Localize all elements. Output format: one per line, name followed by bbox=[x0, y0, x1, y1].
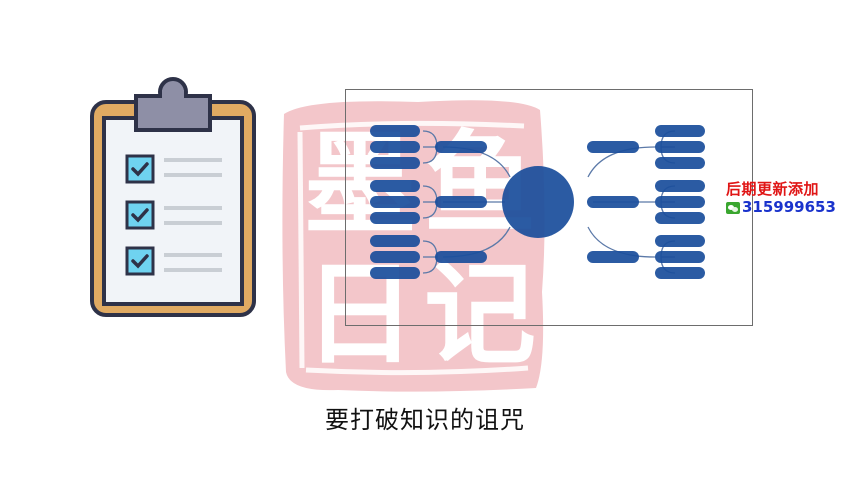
branch-node bbox=[435, 251, 487, 263]
central-topic-node bbox=[502, 166, 574, 238]
branch-node bbox=[587, 251, 639, 263]
subtitle-caption: 要打破知识的诅咒 bbox=[325, 406, 525, 434]
wechat-icon bbox=[726, 201, 740, 214]
checklist-item-3 bbox=[125, 246, 222, 276]
branch-node bbox=[587, 196, 639, 208]
checklist-item-2 bbox=[125, 200, 222, 230]
clipboard-icon bbox=[90, 77, 256, 317]
watermark-char: 记 bbox=[424, 249, 536, 380]
mindmap-frame bbox=[345, 89, 753, 326]
mindmap-diagram bbox=[370, 125, 705, 279]
branch-node bbox=[435, 196, 487, 208]
branch-node bbox=[587, 141, 639, 153]
branch-node bbox=[435, 141, 487, 153]
promo-overlay: 后期更新添加 315999653 bbox=[726, 180, 836, 216]
promo-title: 后期更新添加 bbox=[726, 180, 820, 198]
promo-contact: 315999653 bbox=[726, 199, 836, 216]
promo-number: 315999653 bbox=[742, 198, 836, 216]
checklist-item-1 bbox=[125, 154, 222, 184]
